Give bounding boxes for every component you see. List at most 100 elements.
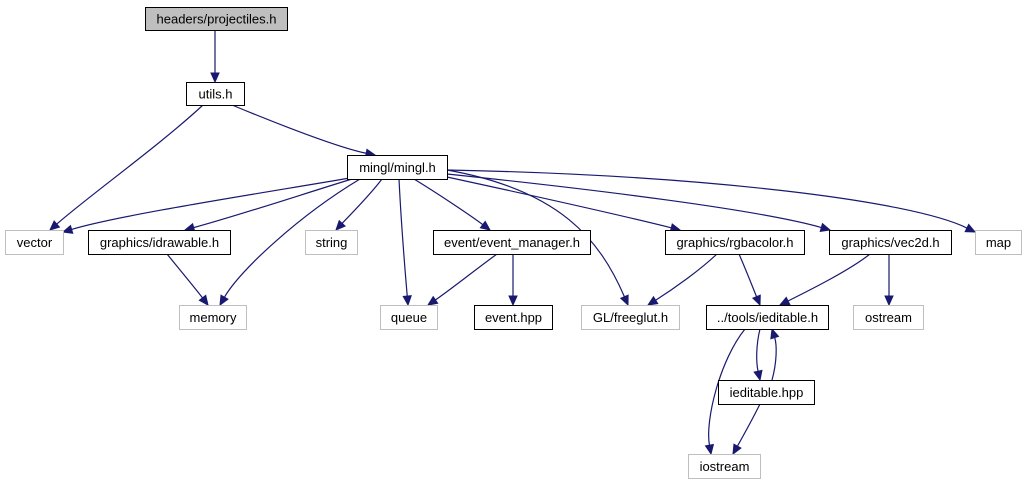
edge-line — [736, 403, 761, 447]
node-queue: queue — [380, 305, 438, 330]
edge-mingl-to-vector — [61, 177, 351, 234]
node-box — [88, 230, 231, 255]
edge-mingl-to-vec2d — [446, 173, 832, 232]
edge-line — [341, 178, 383, 224]
edge-event_manager-to-queue — [426, 253, 498, 306]
node-ieditable_hpp[interactable]: ieditable.hpp — [718, 380, 815, 405]
edge-line — [193, 178, 353, 229]
edge-line — [398, 178, 408, 297]
node-box — [581, 305, 680, 330]
edge-line — [413, 178, 484, 226]
node-label: headers/projectiles.h — [157, 12, 277, 27]
edge-line — [446, 173, 822, 229]
edge-vec2d-to-ieditable_h — [778, 253, 871, 306]
node-label: iostream — [700, 459, 750, 474]
edge-line — [446, 176, 672, 229]
edge-utils-to-mingl — [231, 104, 377, 158]
arrowhead-icon — [61, 224, 74, 234]
arrowhead-icon — [219, 294, 229, 307]
edge-line — [771, 337, 777, 381]
node-box — [665, 230, 805, 255]
edge-line — [708, 328, 746, 446]
node-label: ieditable.hpp — [730, 385, 804, 400]
node-event_hpp[interactable]: event.hpp — [474, 305, 553, 330]
edge-line — [738, 253, 758, 297]
edge-line — [446, 169, 625, 297]
arrowhead-icon — [770, 327, 780, 340]
node-freeglut: GL/freeglut.h — [581, 305, 680, 330]
node-utils[interactable]: utils.h — [186, 82, 245, 106]
arrowhead-icon — [964, 223, 977, 233]
node-map: map — [975, 230, 1022, 255]
edge-vec2d-to-ostream — [884, 254, 894, 307]
arrowhead-icon — [210, 72, 220, 84]
arrowhead-icon — [402, 295, 412, 307]
node-box — [688, 454, 761, 479]
arrowhead-icon — [778, 296, 791, 306]
node-ieditable_h[interactable]: ../tools/ieditable.h — [706, 305, 829, 330]
node-mingl[interactable]: mingl/mingl.h — [347, 155, 448, 180]
node-projectiles[interactable]: headers/projectiles.h — [145, 7, 288, 31]
node-label: event/event_manager.h — [444, 235, 580, 250]
edge-line — [756, 328, 761, 372]
arrowhead-icon — [198, 294, 209, 306]
edge-idrawable-to-memory — [166, 253, 209, 306]
edge-rgbacolor-to-freeglut — [646, 253, 718, 306]
node-idrawable[interactable]: graphics/idrawable.h — [88, 230, 231, 255]
node-rgbacolor[interactable]: graphics/rgbacolor.h — [665, 230, 805, 255]
arrowhead-icon — [884, 295, 894, 307]
edges-layer — [49, 30, 977, 456]
node-box — [433, 230, 591, 255]
node-label: graphics/rgbacolor.h — [676, 235, 793, 250]
arrowhead-icon — [619, 294, 629, 307]
node-box — [305, 230, 358, 255]
node-ostream: ostream — [853, 305, 924, 330]
edge-line — [166, 253, 204, 299]
edge-utils-to-vector — [49, 104, 204, 231]
node-iostream: iostream — [688, 454, 761, 479]
node-label: mingl/mingl.h — [359, 160, 436, 175]
node-box — [474, 305, 553, 330]
node-label: vector — [17, 235, 53, 250]
arrowhead-icon — [753, 369, 763, 382]
node-box — [718, 380, 815, 405]
arrowhead-icon — [704, 443, 715, 456]
edge-line — [71, 177, 351, 231]
edge-line — [56, 104, 204, 225]
node-label: graphics/vec2d.h — [841, 235, 939, 250]
edge-event_manager-to-event_hpp — [508, 254, 518, 307]
edge-mingl-to-freeglut — [446, 169, 629, 307]
node-vec2d[interactable]: graphics/vec2d.h — [829, 230, 952, 255]
arrowhead-icon — [426, 295, 439, 306]
node-box — [380, 305, 438, 330]
node-vector: vector — [5, 230, 64, 255]
edge-line — [655, 253, 718, 301]
edge-line — [435, 253, 498, 301]
node-box — [5, 230, 64, 255]
edge-mingl-to-string — [335, 178, 383, 231]
edge-ieditable_h-to-iostream — [704, 328, 746, 456]
edge-ieditable_hpp-to-iostream — [732, 403, 761, 456]
node-label: graphics/idrawable.h — [100, 235, 219, 250]
node-label: ../tools/ieditable.h — [717, 310, 818, 325]
node-box — [179, 305, 247, 330]
node-label: queue — [391, 310, 427, 325]
node-label: string — [316, 235, 348, 250]
node-label: map — [986, 235, 1011, 250]
arrowhead-icon — [335, 219, 346, 231]
arrowhead-icon — [751, 294, 761, 307]
node-event_manager[interactable]: event/event_manager.h — [433, 230, 591, 255]
arrowhead-icon — [479, 220, 491, 231]
edge-line — [231, 104, 367, 154]
node-label: utils.h — [199, 87, 233, 102]
node-label: ostream — [865, 310, 912, 325]
node-memory: memory — [179, 305, 247, 330]
arrowhead-icon — [819, 222, 832, 232]
node-box — [829, 230, 952, 255]
edge-line — [446, 169, 968, 229]
node-string: string — [305, 230, 358, 255]
arrowhead-icon — [732, 443, 742, 456]
node-box — [975, 230, 1022, 255]
arrowhead-icon — [49, 220, 61, 231]
